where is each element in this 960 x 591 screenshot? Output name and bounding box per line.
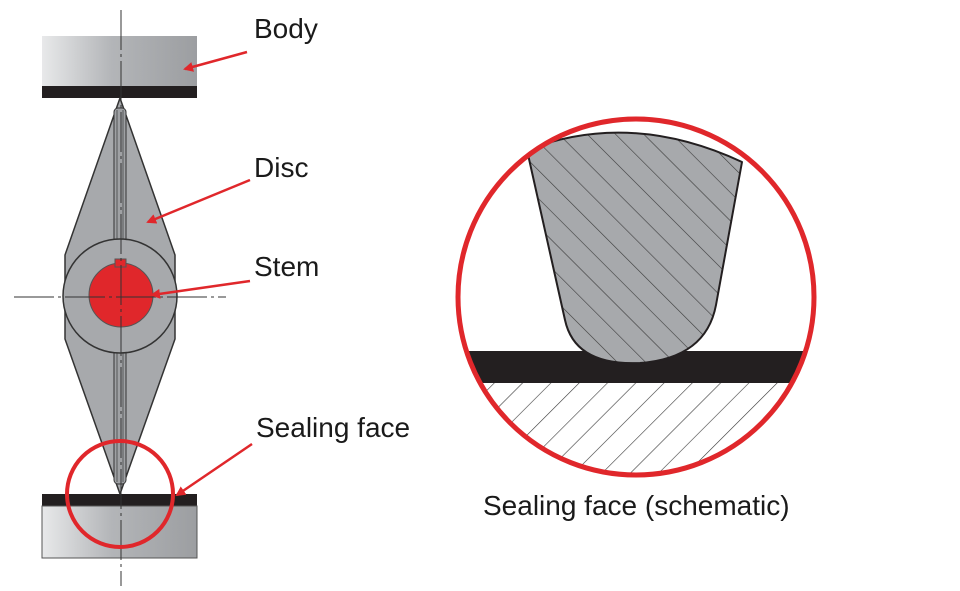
stem-label: Stem bbox=[254, 251, 320, 282]
sealing-face-highlight-circle bbox=[65, 439, 175, 549]
center-lines bbox=[14, 10, 226, 586]
sealing-face-schematic-caption: Sealing face (schematic) bbox=[483, 490, 790, 521]
disc-label: Disc bbox=[254, 152, 309, 183]
sealing-face-arrow bbox=[175, 442, 253, 497]
body-arrow bbox=[183, 50, 248, 72]
disc-arrow bbox=[146, 178, 251, 224]
magnified-view-circle bbox=[455, 116, 817, 478]
body-bottom bbox=[41, 494, 198, 559]
magnified-disc-edge bbox=[526, 131, 743, 365]
body-label: Body bbox=[254, 13, 318, 44]
callout-arrows bbox=[146, 50, 253, 497]
stem-arrow bbox=[150, 279, 251, 299]
body-top bbox=[42, 36, 197, 98]
sealing-face-magnified-view bbox=[455, 116, 817, 478]
sealing-face-label: Sealing face bbox=[256, 412, 411, 443]
